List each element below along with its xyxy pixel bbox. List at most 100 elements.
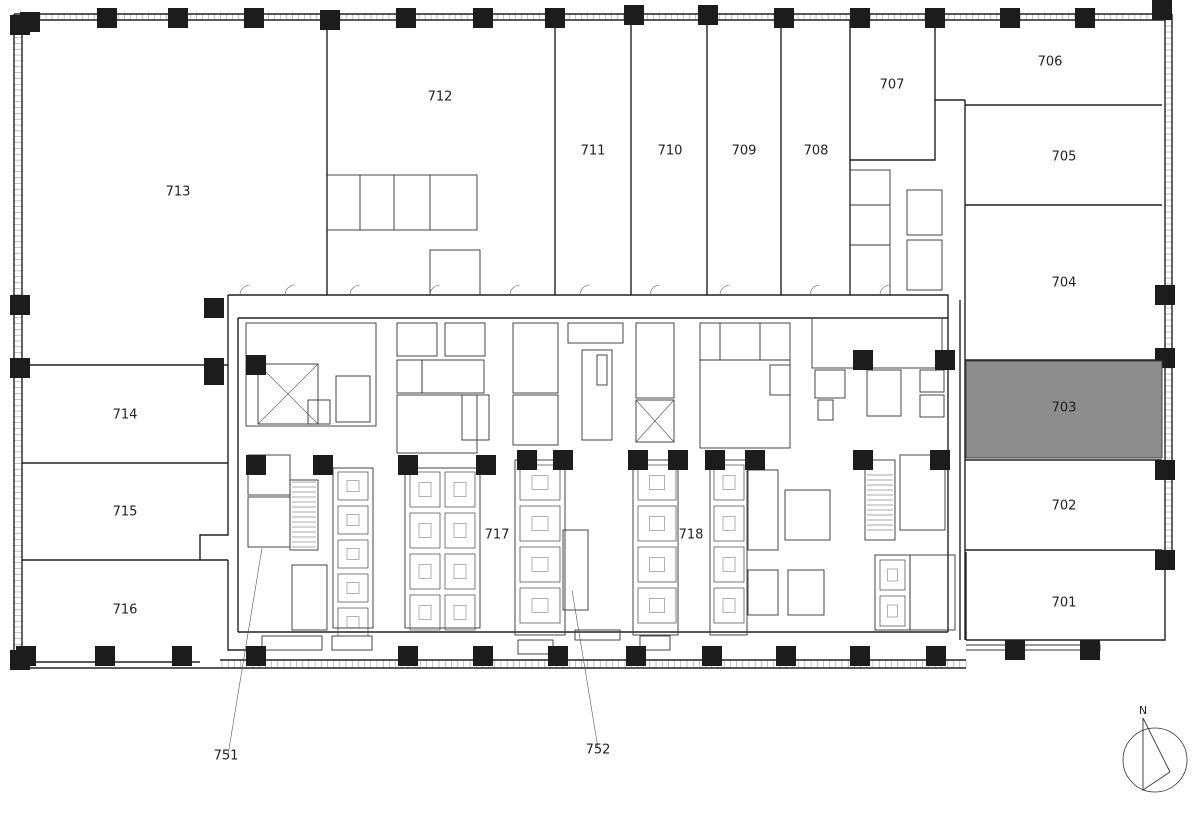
elevator-car [879,559,906,591]
column [626,646,646,666]
door-swing [579,284,591,296]
column [1155,550,1175,570]
elevator-car-inner [418,605,432,620]
elevator-car [519,546,561,583]
column [95,646,115,666]
column [548,646,568,666]
column [246,646,266,666]
door-swing [879,284,891,296]
column [168,8,188,28]
door-swing [509,284,521,296]
elevator-banks [247,454,956,655]
column [204,298,224,318]
column [745,450,765,470]
room-label-717: 717 [485,528,510,543]
column [624,5,644,25]
north-arrow: N [1122,704,1188,793]
column [398,646,418,666]
room-labels: 713 712 711 710 709 708 707 706 705 704 … [113,55,1077,618]
elevator-car [713,546,745,583]
elevator-car-inner [531,598,549,613]
column [320,10,340,30]
elevator-car-inner [649,516,665,531]
column [628,450,648,470]
room-label-702: 702 [1052,499,1077,514]
elevator-car-inner [887,604,898,618]
column [246,455,266,475]
column [850,8,870,28]
elevator-car-inner [649,598,665,613]
elevator-car [444,553,476,590]
column [668,450,688,470]
room-label-715: 715 [113,505,138,520]
elevator-car [637,546,677,583]
column [935,350,955,370]
north-arrow-label: N [1139,704,1147,717]
elevator-car [409,594,441,631]
elevator-car [519,505,561,542]
column [313,455,333,475]
room-label-714: 714 [113,408,138,423]
core-annotation-marks [239,284,891,296]
column [702,646,722,666]
room-label-705: 705 [1052,150,1077,165]
column [853,450,873,470]
elevator-cars [337,464,906,637]
elevator-car-inner [418,482,432,497]
elevator-car [337,471,369,501]
elevator-car-inner [722,516,736,531]
column [398,455,418,475]
callout-label-751: 751 [214,749,239,764]
column [10,358,30,378]
elevator-car-inner [346,616,360,628]
room-703-highlight [965,360,1163,459]
column [926,646,946,666]
column [925,8,945,28]
door-swing [349,284,361,296]
elevator-car-inner [453,564,467,579]
column [545,8,565,28]
column [246,355,266,375]
facade-glazing [14,14,1172,668]
elevator-car-inner [453,482,467,497]
column [853,350,873,370]
column [1075,8,1095,28]
room-label-707: 707 [880,78,905,93]
column [172,646,192,666]
column [1005,640,1025,660]
elevator-car [879,595,906,627]
elevator-car [713,464,745,501]
elevator-car [409,512,441,549]
elevator-car [637,505,677,542]
room-label-706: 706 [1038,55,1063,70]
elevator-car-inner [346,514,360,526]
building-core [228,294,961,640]
elevator-car-inner [722,598,736,613]
elevator-car [519,464,561,501]
elevator-car [444,471,476,508]
room-label-712: 712 [428,90,453,105]
column [1000,8,1020,28]
room-label-701: 701 [1052,596,1077,611]
elevator-car-inner [722,475,736,490]
callout-leaders [227,547,599,756]
column [1080,640,1100,660]
structural-columns [10,0,1175,670]
elevator-car [409,553,441,590]
room-label-713: 713 [166,185,191,200]
elevator-car [519,587,561,624]
column [776,646,796,666]
elevator-car [337,539,369,569]
column [16,646,36,666]
column [774,8,794,28]
room-label-716: 716 [113,603,138,618]
elevator-car-inner [649,557,665,572]
elevator-car-inner [887,568,898,582]
elevator-car-inner [418,523,432,538]
column [1155,285,1175,305]
elevator-car-inner [418,564,432,579]
elevator-car-inner [346,480,360,492]
callout-label-752: 752 [586,743,611,758]
elevator-car [444,594,476,631]
